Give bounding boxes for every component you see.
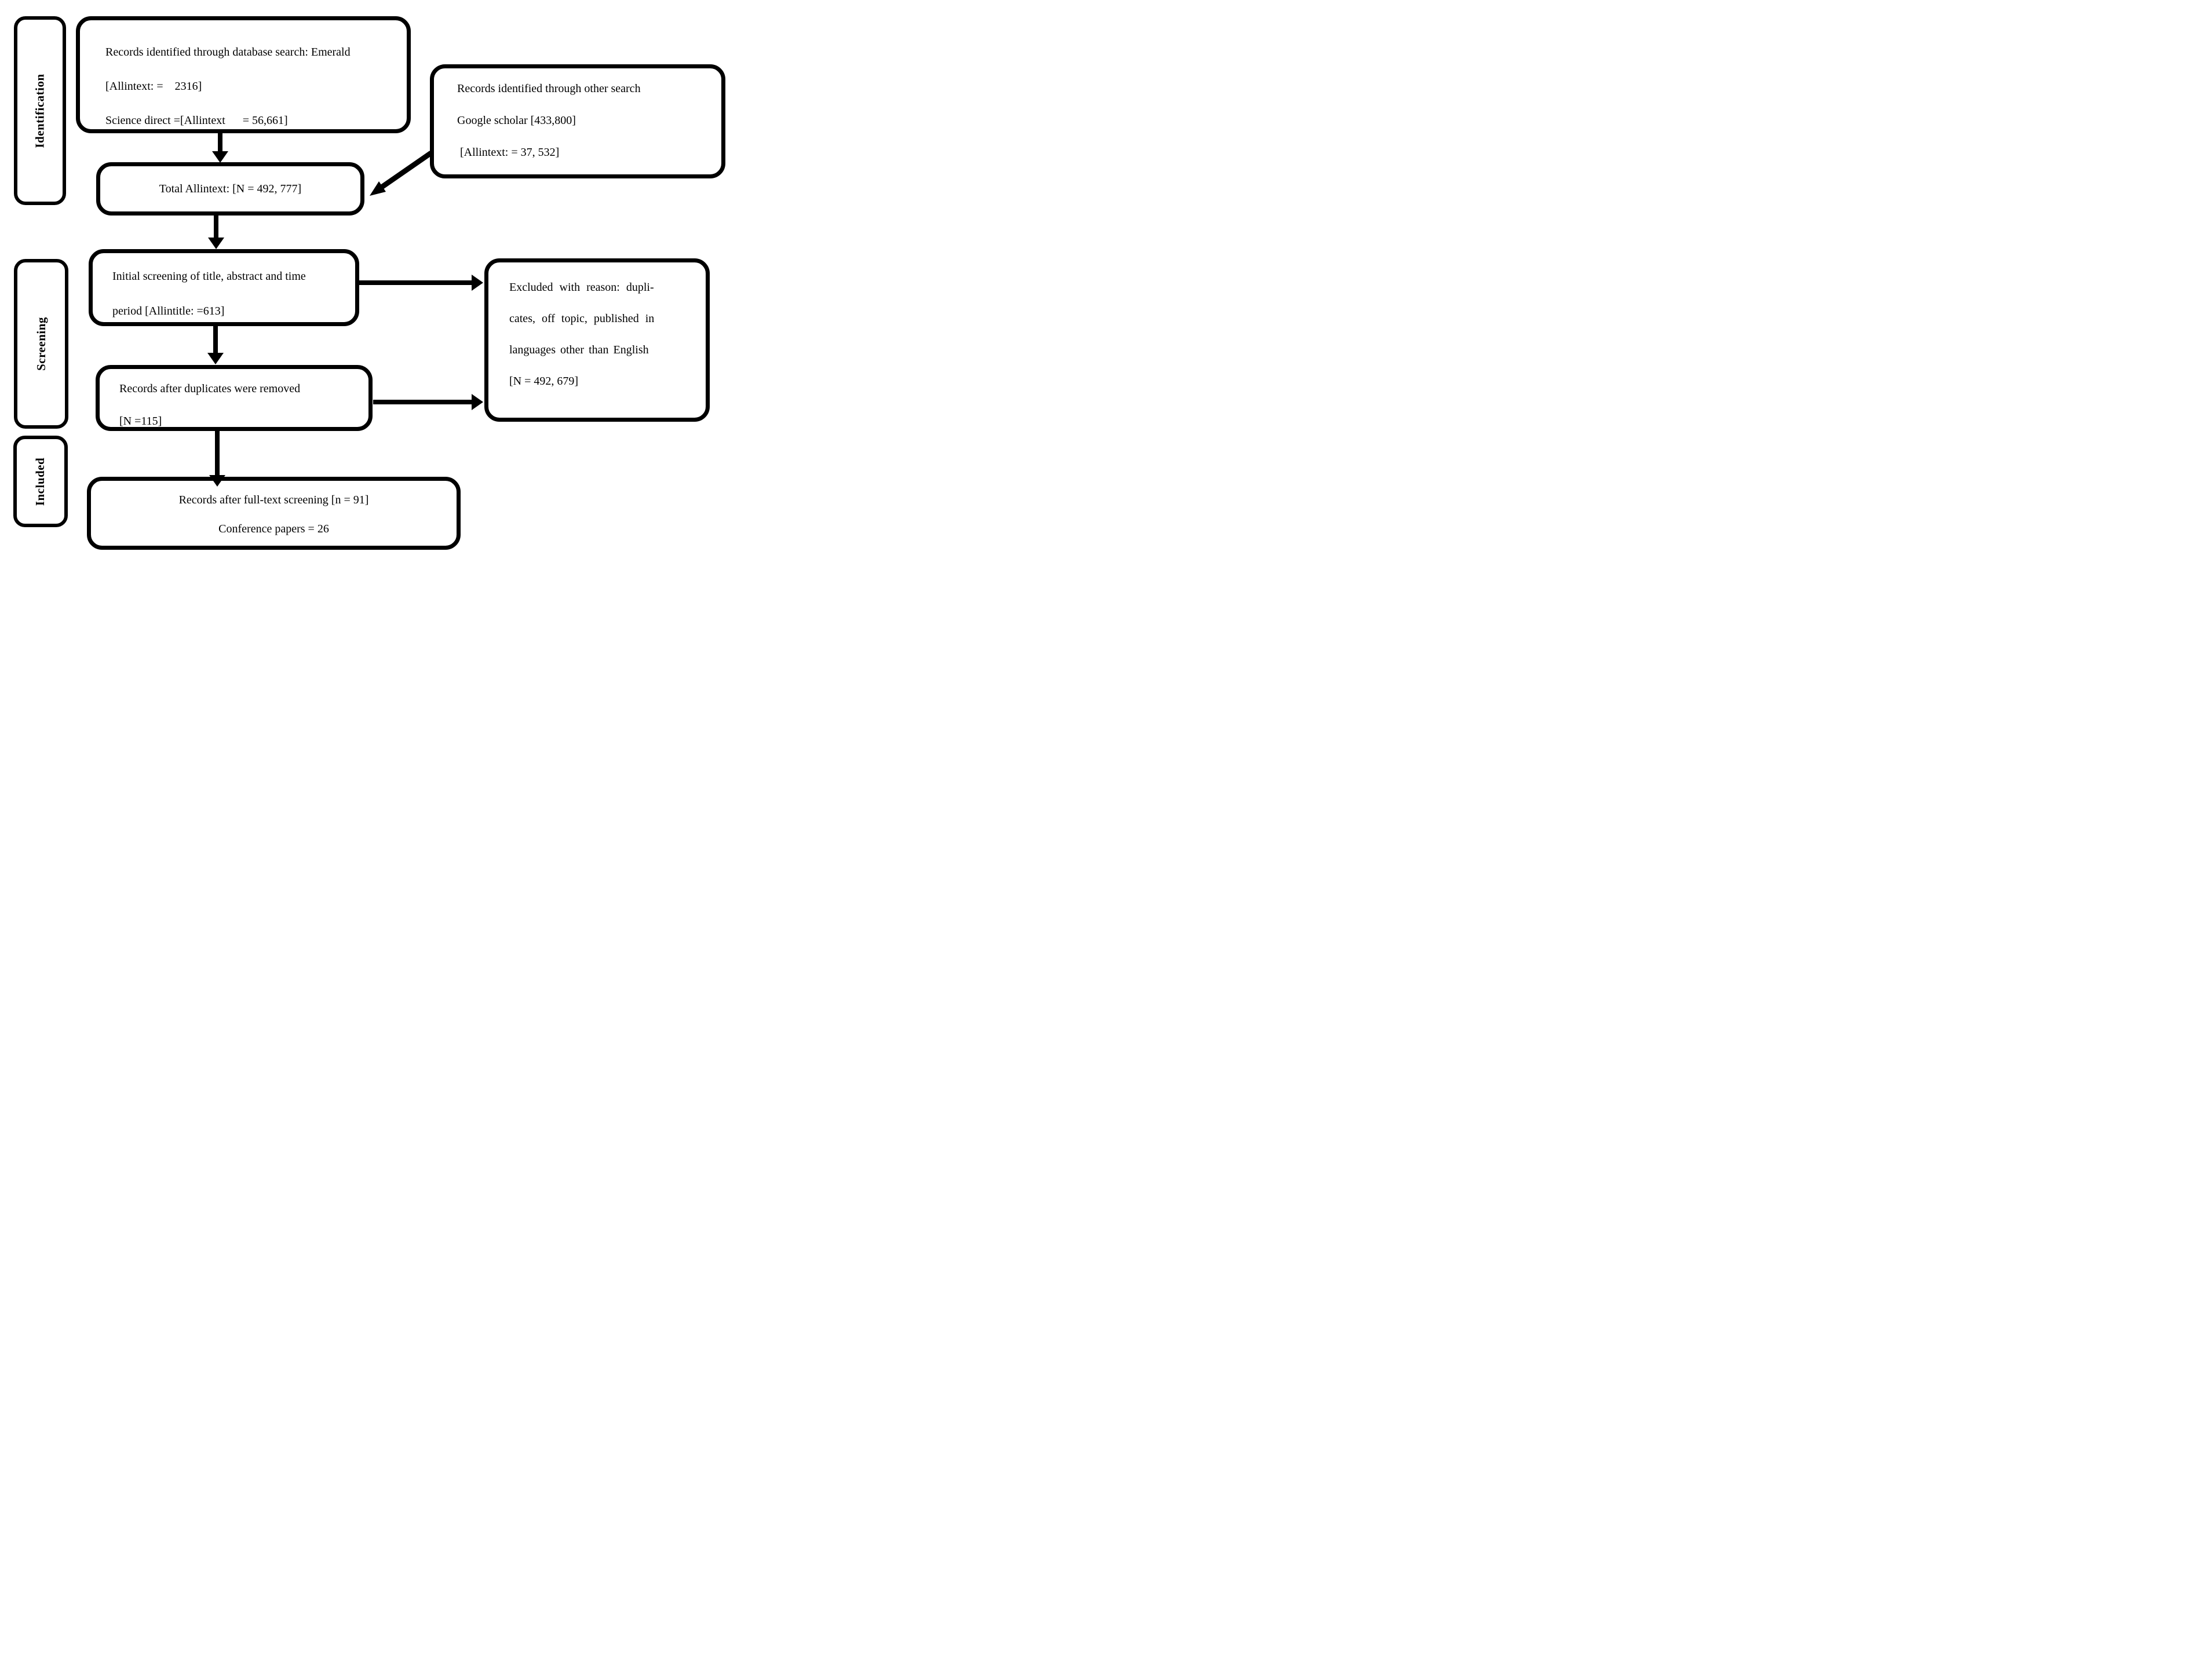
box-text-line: [Allintext: = 37, 532] <box>457 146 560 159</box>
box-records-identified-database: Records identified through database sear… <box>76 16 411 133</box>
arrow-initial-screening-to-excluded <box>359 275 483 291</box>
box-text-line: Total Allintext: [N = 492, 777] <box>159 182 302 195</box>
box-text-line: [N = 492, 679] <box>509 375 579 388</box>
box-initial-screening: Initial screening of title, abstract and… <box>89 249 359 326</box>
box-text-line: Google scholar [433,800] <box>457 114 576 127</box>
stage-box-screening: Screening <box>14 259 68 429</box>
box-text-line: Science direct =[Allintext = 56,661] <box>105 114 288 127</box>
box-excluded-with-reason: Excluded with reason: dupli- cates, off … <box>484 258 710 422</box>
box-text-line: cates, off topic, published in <box>509 312 655 325</box>
box-records-after-duplicates-removed: Records after duplicates were removed [N… <box>96 365 373 431</box>
stage-label-identification: Identification <box>32 73 47 148</box>
arrow-after-duplicates-to-excluded <box>373 394 483 410</box>
box-text-line: period [Allintitle: =613] <box>112 305 225 317</box>
arrow-other-search-to-total <box>370 151 433 196</box>
arrow-initial-screening-to-after-duplicates <box>207 326 224 364</box>
stage-box-included: Included <box>13 436 68 527</box>
box-text-line: Records after full-text screening [n = 9… <box>178 494 369 506</box>
stage-label-screening: Screening <box>34 317 48 371</box>
box-text-line: [Allintext: = 2316] <box>105 80 202 93</box>
box-records-after-full-text-screening: Records after full-text screening [n = 9… <box>87 477 461 550</box>
arrow-total-to-initial-screening <box>208 216 224 249</box>
box-text-line: Records after duplicates were removed <box>119 382 301 395</box>
box-text-line: Conference papers = 26 <box>218 523 329 535</box>
box-text-line: Initial screening of title, abstract and… <box>112 270 306 283</box>
box-text-line: [N =115] <box>119 415 162 428</box>
stage-box-identification: Identification <box>14 16 66 205</box>
box-text-line: languages other than English <box>509 344 649 356</box>
box-text-line: Excluded with reason: dupli- <box>509 281 654 294</box>
stage-label-included: Included <box>33 457 48 506</box>
box-text-line: Records identified through database sear… <box>105 46 351 59</box>
box-records-identified-other-search: Records identified through other search … <box>430 64 725 178</box>
prisma-flow-diagram: Identification Screening Included Record… <box>0 0 736 560</box>
box-text-line: Records identified through other search <box>457 82 641 95</box>
box-total-allintext: Total Allintext: [N = 492, 777] <box>96 162 364 216</box>
